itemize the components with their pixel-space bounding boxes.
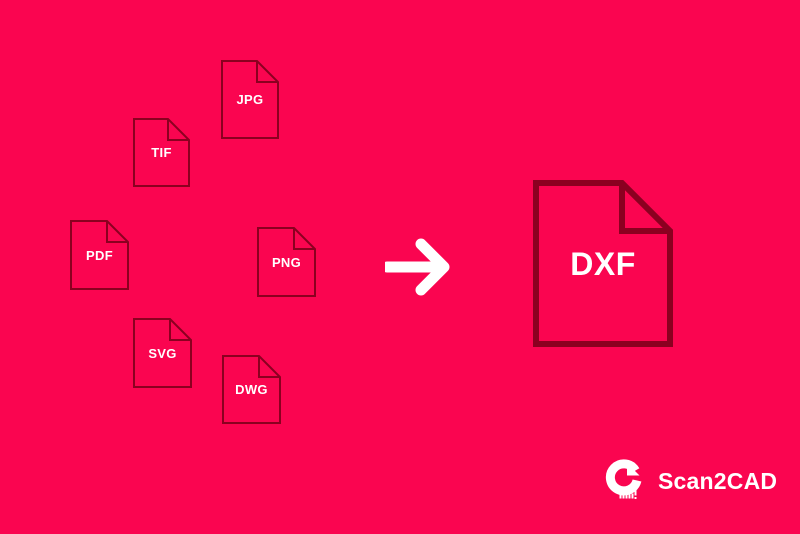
file-icon-tif: TIF <box>133 118 190 187</box>
right-arrow-icon <box>381 238 451 296</box>
file-label-tif: TIF <box>151 145 172 160</box>
file-shape-jpg <box>221 60 279 139</box>
file-icon-jpg: JPG <box>221 60 279 139</box>
file-icon-pdf: PDF <box>70 220 129 290</box>
file-shape-pdf <box>70 220 129 290</box>
file-shape-png <box>257 227 316 297</box>
file-label-png: PNG <box>271 255 302 270</box>
file-label-jpg: JPG <box>236 92 264 107</box>
file-shape-dxf <box>533 180 673 347</box>
file-label-dxf: DXF <box>570 246 636 282</box>
brand-wordmark: Scan2CAD <box>658 467 778 494</box>
circular-arrow-logo-shape <box>605 459 642 499</box>
file-shape-tif <box>133 118 190 187</box>
file-label-dwg: DWG <box>235 382 268 397</box>
file-icon-dxf: DXF <box>533 180 673 347</box>
file-label-pdf: PDF <box>86 248 113 263</box>
right-arrow-shape <box>381 238 450 296</box>
file-icon-svg: SVG <box>133 318 192 388</box>
file-icon-dwg: DWG <box>222 355 281 424</box>
file-icon-png: PNG <box>257 227 316 297</box>
file-shape-svg <box>133 318 192 388</box>
file-label-svg: SVG <box>148 346 177 361</box>
circular-arrow-logo-icon <box>604 458 648 504</box>
brand-lockup: Scan2CAD <box>604 458 777 504</box>
file-shape-dwg <box>222 355 281 424</box>
